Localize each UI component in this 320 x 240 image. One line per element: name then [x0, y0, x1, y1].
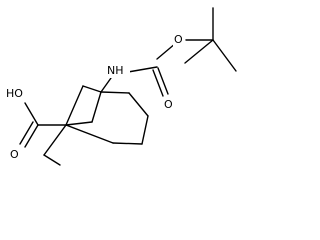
- bond-right-ring-2: [141, 115, 149, 145]
- bond-lower-bridge-2: [43, 124, 67, 156]
- bond-right-ring-1: [128, 92, 149, 117]
- bond-lower-bridge-1: [65, 124, 114, 144]
- ester-oxygen-label: O: [174, 33, 183, 46]
- tert-butyl-group: [184, 7, 237, 72]
- carbamate-carbonyl-oxygen-label: O: [164, 98, 173, 111]
- bond-acid-double-1: [24, 124, 39, 148]
- carbamate-group: [127, 42, 177, 97]
- hydroxyl-label: HO: [6, 87, 23, 100]
- bond-upper-bridge: [65, 85, 84, 126]
- bond-carbonyl-double-1: [157, 67, 169, 95]
- bond-tbu-methyl-right: [212, 39, 237, 72]
- acid-carbonyl-oxygen-label: O: [10, 148, 19, 161]
- bond-bridgehead-top-to-right-ring: [100, 91, 130, 94]
- bond-nitrogen-to-bridgehead: [100, 77, 112, 93]
- amine-label: NH: [107, 64, 124, 77]
- chemical-structure-diagram: HO O NH O O: [5, 7, 237, 166]
- bond-carbonyl-double-2: [152, 69, 164, 97]
- bond-acid-double-2: [19, 121, 34, 145]
- bond-bridgehead-top-to-middle-bridge: [91, 91, 102, 123]
- bond-right-ring-3: [112, 142, 143, 145]
- bicyclic-core: [43, 77, 149, 166]
- bond-middle-bridge-to-bottom: [65, 121, 93, 126]
- bond-carbonyl-to-nitrogen: [127, 66, 158, 73]
- atom-labels: HO O NH O O: [5, 33, 185, 162]
- bond-lower-bridge-3: [43, 154, 61, 166]
- bond-tbu-to-ester-oxygen: [184, 39, 214, 64]
- carboxylic-acid-group: [19, 102, 67, 148]
- bond-acid-carbon-to-hydroxyl: [24, 102, 39, 126]
- bond-bridgehead-top-to-upper-bridge: [82, 85, 102, 93]
- bond-ester-oxygen-to-carbonyl: [156, 42, 177, 60]
